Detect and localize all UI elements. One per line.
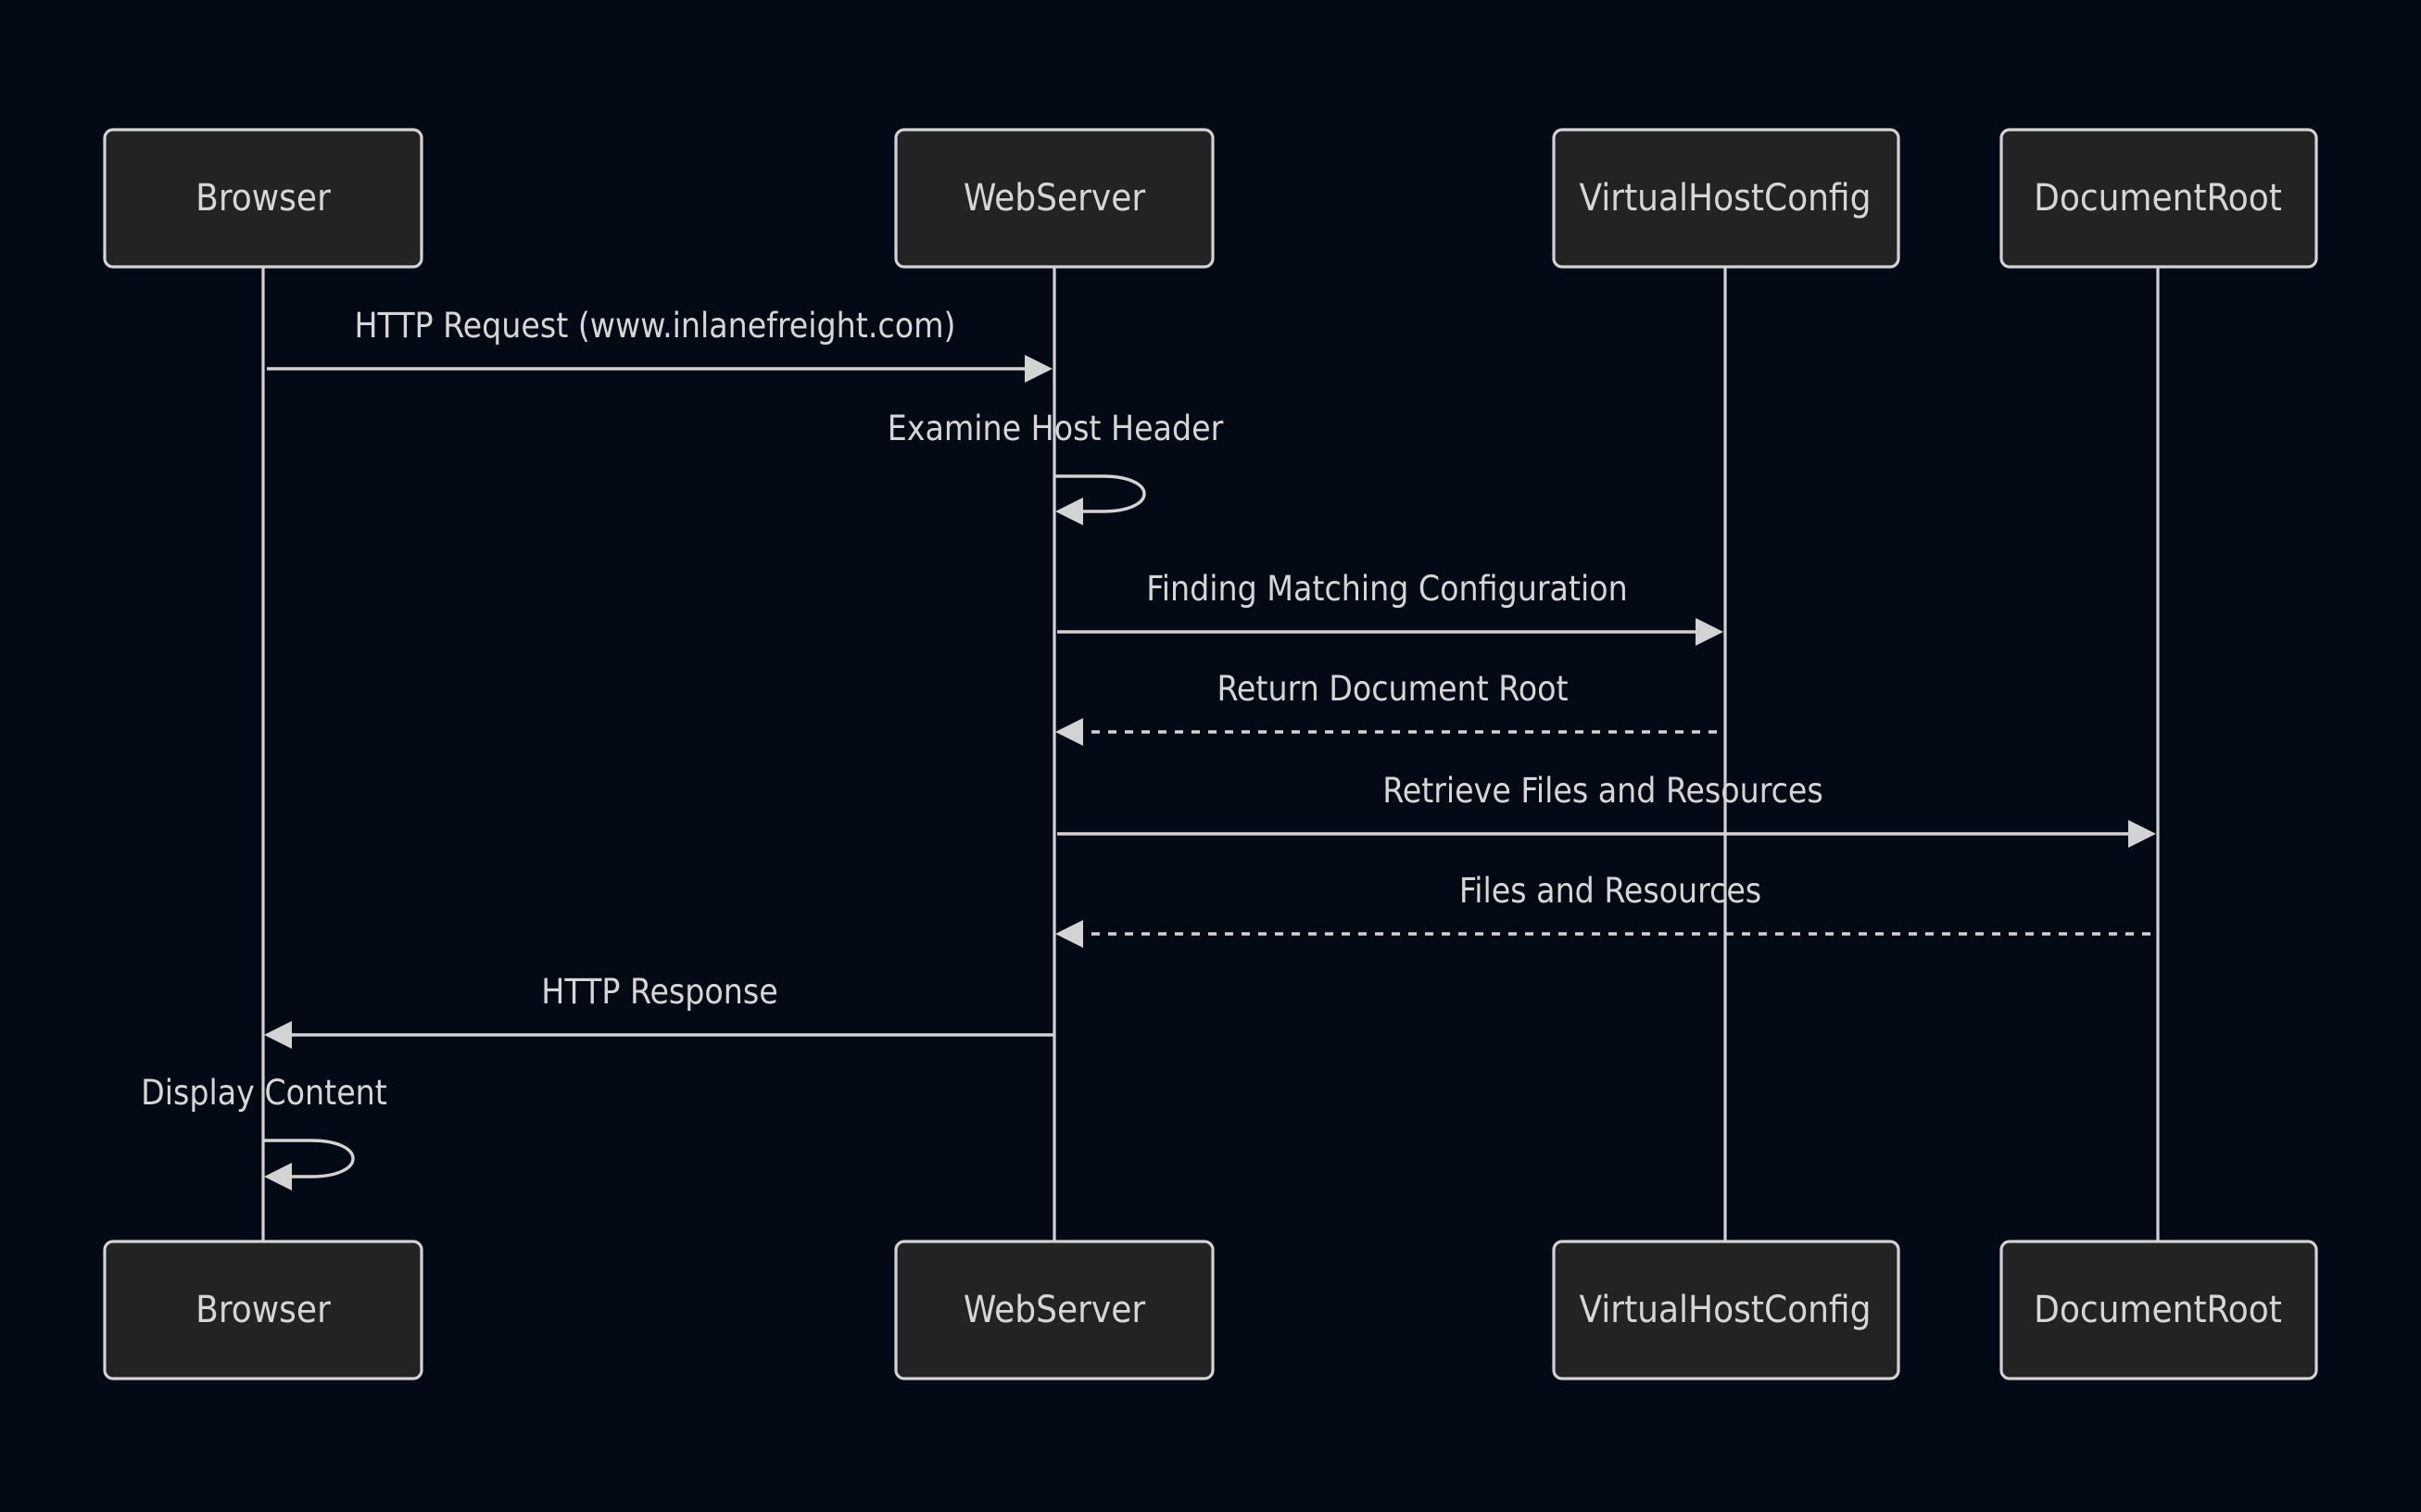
- message-label: Display Content: [141, 1073, 387, 1113]
- message-label: HTTP Request (www.inlanefreight.com): [355, 306, 956, 346]
- message-5-retrieve-files-and-resources[interactable]: Retrieve Files and Resources: [1057, 771, 2156, 848]
- message-3-finding-matching-configuration[interactable]: Finding Matching Configuration: [1057, 569, 1723, 646]
- message-8-display-content[interactable]: Display Content: [141, 1073, 387, 1191]
- participant-box-rect: [894, 1240, 1215, 1380]
- message-4-return-document-root[interactable]: Return Document Root: [1055, 669, 1724, 746]
- self-loop-path: [1055, 474, 1146, 513]
- participant-box-rect: [103, 128, 423, 269]
- message-2-examine-host-header[interactable]: Examine Host Header: [888, 409, 1224, 525]
- message-label: Return Document Root: [1217, 669, 1568, 709]
- message-1-http-request[interactable]: HTTP Request (www.inlanefreight.com): [267, 306, 1053, 383]
- participant-box-rect: [103, 1240, 423, 1380]
- arrowhead-right-icon: [1696, 618, 1723, 646]
- lifelines-group: [261, 267, 2160, 1241]
- participant-label-webserver-bottom: WebServer: [964, 1289, 1145, 1331]
- participant-label-documentroot-bottom: DocumentRoot: [2034, 1289, 2282, 1331]
- participant-label-virtualhostconfig-bottom: VirtualHostConfig: [1580, 1289, 1872, 1331]
- message-label: Examine Host Header: [888, 409, 1224, 448]
- message-7-http-response[interactable]: HTTP Response: [264, 972, 1053, 1049]
- message-label: HTTP Response: [541, 972, 777, 1012]
- participant-box-virtualhostconfig-bottom[interactable]: VirtualHostConfig: [1552, 1240, 1900, 1380]
- participant-label-browser-bottom: Browser: [195, 1289, 331, 1331]
- arrowhead-left-icon: [264, 1163, 292, 1191]
- participant-box-documentroot-bottom[interactable]: DocumentRoot: [1999, 1240, 2318, 1380]
- participant-boxes-bottom: Browser WebServer VirtualHostConfig Docu…: [103, 1240, 2318, 1380]
- message-label: Finding Matching Configuration: [1146, 569, 1627, 609]
- arrowhead-left-icon: [1055, 498, 1083, 525]
- arrowhead-left-icon: [1055, 920, 1083, 948]
- participant-box-documentroot-top[interactable]: DocumentRoot: [1999, 128, 2318, 269]
- arrowhead-left-icon: [1055, 718, 1083, 746]
- arrowhead-left-icon: [264, 1021, 292, 1049]
- participant-box-browser-top[interactable]: Browser: [103, 128, 423, 269]
- participant-box-virtualhostconfig-top[interactable]: VirtualHostConfig: [1552, 128, 1900, 269]
- arrowhead-right-icon: [1025, 355, 1053, 383]
- participant-label-webserver-top: WebServer: [964, 177, 1145, 220]
- participant-box-rect: [1999, 1240, 2318, 1380]
- self-loop-path: [264, 1139, 355, 1178]
- message-label: Retrieve Files and Resources: [1382, 771, 1822, 811]
- arrowhead-right-icon: [2128, 820, 2156, 848]
- participant-box-browser-bottom[interactable]: Browser: [103, 1240, 423, 1380]
- participant-box-rect: [1552, 128, 1900, 269]
- participant-label-browser-top: Browser: [195, 177, 331, 220]
- message-label: Files and Resources: [1459, 871, 1761, 911]
- message-6-files-and-resources[interactable]: Files and Resources: [1055, 871, 2157, 948]
- participant-box-webserver-top[interactable]: WebServer: [894, 128, 1215, 269]
- participant-box-rect: [1999, 128, 2318, 269]
- participant-label-documentroot-top: DocumentRoot: [2034, 177, 2282, 220]
- participant-box-rect: [1552, 1240, 1900, 1380]
- participant-label-virtualhostconfig-top: VirtualHostConfig: [1580, 177, 1872, 220]
- participant-box-webserver-bottom[interactable]: WebServer: [894, 1240, 1215, 1380]
- participant-box-rect: [894, 128, 1215, 269]
- participant-boxes-top: Browser WebServer VirtualHostConfig Docu…: [103, 128, 2318, 269]
